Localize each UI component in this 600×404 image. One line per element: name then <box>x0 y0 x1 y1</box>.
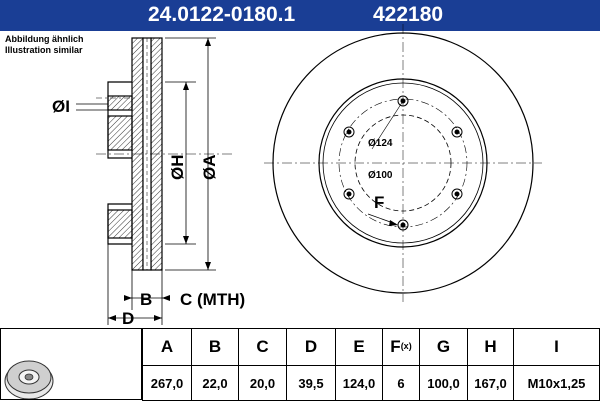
col-header-B: B <box>191 328 239 366</box>
dim-label-C: C (MTH) <box>180 290 245 309</box>
col-header-H: H <box>467 328 514 366</box>
col-header-I: I <box>513 328 600 366</box>
rotor-thumbnail <box>0 328 142 400</box>
value-H: 167,0 <box>467 365 514 401</box>
illustration-note: Abbildung ähnlich Illustration similar <box>5 34 84 56</box>
col-header-G: G <box>419 328 468 366</box>
col-header-A: A <box>142 328 192 366</box>
col-header-C: C <box>238 328 287 366</box>
front-view <box>264 24 542 302</box>
specification-panel: A B C D E F(x) G H I 267,0 22,0 20,0 39,… <box>0 328 600 401</box>
value-G: 100,0 <box>419 365 468 401</box>
note-german: Abbildung ähnlich <box>5 34 84 44</box>
value-A: 267,0 <box>142 365 192 401</box>
value-E: 124,0 <box>335 365 383 401</box>
center-bore-label: Ø100 <box>368 170 393 181</box>
dim-label-B: B <box>140 290 152 309</box>
bolt-count-label: F <box>374 193 384 212</box>
col-header-F-letter: F <box>390 337 401 356</box>
dim-label-A: ØA <box>200 155 219 181</box>
spec-table: A B C D E F(x) G H I 267,0 22,0 20,0 39,… <box>142 328 600 401</box>
pcd-label: Ø124 <box>368 138 393 149</box>
value-D: 39,5 <box>286 365 336 401</box>
col-header-F: F(x) <box>382 328 420 366</box>
value-F: 6 <box>382 365 420 401</box>
value-B: 22,0 <box>191 365 239 401</box>
dim-label-H: ØH <box>168 155 187 181</box>
technical-drawing: ØI ØH ØA B C (MTH) D Ø124 Ø100 F <box>52 24 542 328</box>
spec-header-row: A B C D E F(x) G H I <box>142 328 600 366</box>
article-number: 422180 <box>373 3 444 26</box>
side-view <box>76 37 235 325</box>
col-header-F-suffix: (x) <box>400 341 412 351</box>
dim-label-D: D <box>122 309 134 328</box>
part-number: 24.0122-0180.1 <box>148 3 296 26</box>
col-header-D: D <box>286 328 336 366</box>
col-header-E: E <box>335 328 383 366</box>
note-english: Illustration similar <box>5 45 83 55</box>
title-bar: 24.0122-0180.1 422180 <box>0 0 600 31</box>
value-C: 20,0 <box>238 365 287 401</box>
value-I: M10x1,25 <box>513 365 600 401</box>
spec-value-row: 267,0 22,0 20,0 39,5 124,0 6 100,0 167,0… <box>142 365 600 401</box>
dim-label-I: ØI <box>52 97 70 116</box>
